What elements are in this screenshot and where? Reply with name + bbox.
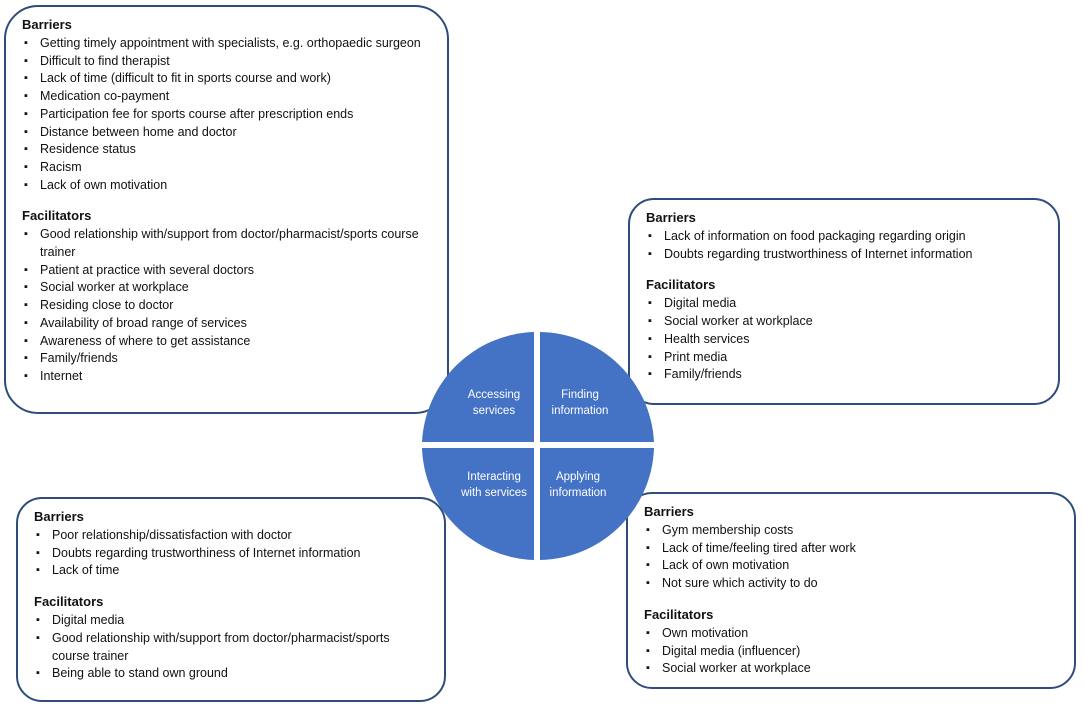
facilitators-heading: Facilitators [644,606,714,622]
list-item: Gym membership costs [644,522,1060,540]
list-item: Lack of information on food packaging re… [646,228,1044,246]
barriers-list: Getting timely appointment with speciali… [22,35,433,194]
quadrant-applying-information: Applying information [540,448,654,560]
list-item: Doubts regarding trustworthiness of Inte… [34,545,430,563]
list-item: Social worker at workplace [644,660,1060,678]
quadrant-label: Accessing [468,389,520,401]
facilitators-heading: Facilitators [34,594,104,610]
list-item: Internet [22,368,433,386]
list-item: Social worker at workplace [22,279,433,297]
barriers-heading: Barriers [34,509,84,524]
list-item: Availability of broad range of services [22,315,433,333]
quadrant-accessing-services: Accessing services [422,332,534,442]
list-item: Social worker at workplace [646,313,1044,331]
barriers-list: Poor relationship/dissatisfaction with d… [34,527,430,580]
list-item: Residing close to doctor [22,297,433,315]
list-item: Lack of own motivation [644,557,1060,575]
list-item: Lack of time/feeling tired after work [644,540,1060,558]
accessing-services-box: Barriers Getting timely appointment with… [4,5,449,414]
facilitators-heading: Facilitators [646,277,716,293]
list-item: Racism [22,159,433,177]
list-item: Lack of own motivation [22,177,433,195]
quadrant-label: services [473,405,515,417]
list-item: Digital media [34,612,430,630]
list-item: Not sure which activity to do [644,575,1060,593]
barriers-list: Lack of information on food packaging re… [646,228,1044,263]
list-item: Digital media (influencer) [644,643,1060,661]
barriers-heading: Barriers [646,210,696,225]
quadrant-label: Interacting [467,471,521,483]
facilitators-list: Digital media Good relationship with/sup… [34,612,430,683]
health-literacy-quadrant-circle: Accessing services Finding information I… [422,332,654,560]
list-item: Patient at practice with several doctors [22,262,433,280]
list-item: Family/friends [22,350,433,368]
list-item: Medication co-payment [22,88,433,106]
list-item: Awareness of where to get assistance [22,333,433,351]
list-item: Health services [646,331,1044,349]
quadrant-label: Finding [561,389,599,401]
interacting-with-services-box: Barriers Poor relationship/dissatisfacti… [16,497,446,702]
applying-information-box: Barriers Gym membership costs Lack of ti… [626,492,1076,689]
list-item: Good relationship with/support from doct… [34,630,430,665]
quadrant-label: with services [460,487,527,499]
quadrant-label: Applying [556,471,600,483]
list-item: Poor relationship/dissatisfaction with d… [34,527,430,545]
quadrant-label: information [550,487,607,499]
list-item: Good relationship with/support from doct… [22,226,433,261]
facilitators-list: Digital media Social worker at workplace… [646,295,1044,384]
list-item: Print media [646,349,1044,367]
facilitators-heading: Facilitators [22,208,92,224]
barriers-heading: Barriers [644,504,694,519]
facilitators-list: Own motivation Digital media (influencer… [644,625,1060,678]
list-item: Own motivation [644,625,1060,643]
facilitators-list: Good relationship with/support from doct… [22,226,433,385]
quadrant-finding-information: Finding information [540,332,654,442]
list-item: Lack of time (difficult to fit in sports… [22,70,433,88]
barriers-list: Gym membership costs Lack of time/feelin… [644,522,1060,593]
list-item: Family/friends [646,366,1044,384]
list-item: Difficult to find therapist [22,53,433,71]
barriers-heading: Barriers [22,17,72,32]
list-item: Getting timely appointment with speciali… [22,35,433,53]
list-item: Participation fee for sports course afte… [22,106,433,124]
list-item: Digital media [646,295,1044,313]
list-item: Residence status [22,141,433,159]
quadrant-label: information [552,405,609,417]
list-item: Lack of time [34,562,430,580]
list-item: Being able to stand own ground [34,665,430,683]
list-item: Doubts regarding trustworthiness of Inte… [646,246,1044,264]
finding-information-box: Barriers Lack of information on food pac… [628,198,1060,405]
list-item: Distance between home and doctor [22,124,433,142]
quadrant-interacting-with-services: Interacting with services [422,448,534,560]
